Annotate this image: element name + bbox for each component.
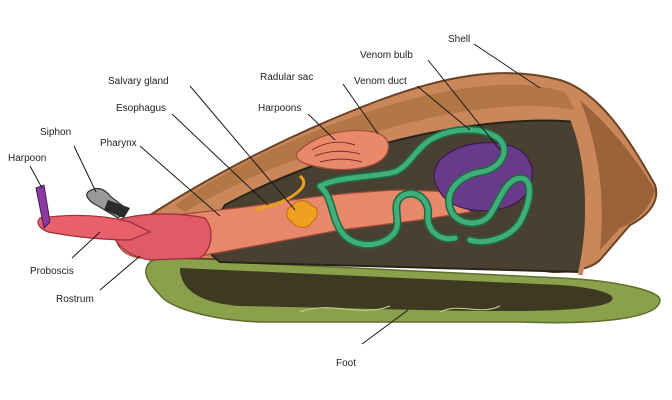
- label-radular-sac: Radular sac: [260, 72, 313, 83]
- foot-inner-shape: [180, 268, 613, 312]
- radular-sac-shape: [295, 130, 390, 171]
- foot-texture: [299, 305, 501, 313]
- label-foot: Foot: [336, 358, 356, 369]
- label-venom-bulb: Venom bulb: [360, 50, 413, 61]
- label-esophagus: Esophagus: [116, 103, 166, 114]
- cavity-rim: [569, 117, 591, 276]
- label-proboscis: Proboscis: [30, 266, 74, 277]
- label-siphon: Siphon: [40, 127, 71, 138]
- esophagus-shape: [254, 174, 306, 212]
- leader-lines: [29, 43, 541, 345]
- venom-duct-inner: [317, 127, 532, 248]
- label-shell: Shell: [448, 34, 470, 45]
- shell-top-band: [175, 84, 575, 212]
- label-harpoon: Harpoon: [8, 153, 46, 164]
- label-pharynx: Pharynx: [100, 138, 137, 149]
- label-harpoons: Harpoons: [258, 103, 301, 114]
- siphon-tip: [104, 200, 130, 218]
- label-rostrum: Rostrum: [56, 294, 94, 305]
- venom-bulb-shape: [433, 141, 534, 212]
- proboscis-shape: [37, 214, 152, 241]
- salivary-gland-shape: [286, 200, 318, 228]
- label-venom-duct: Venom duct: [354, 76, 407, 87]
- shell-apex: [580, 100, 655, 250]
- harpoons-shape: [311, 141, 363, 163]
- label-salivary-gland: Salvary gland: [108, 76, 169, 87]
